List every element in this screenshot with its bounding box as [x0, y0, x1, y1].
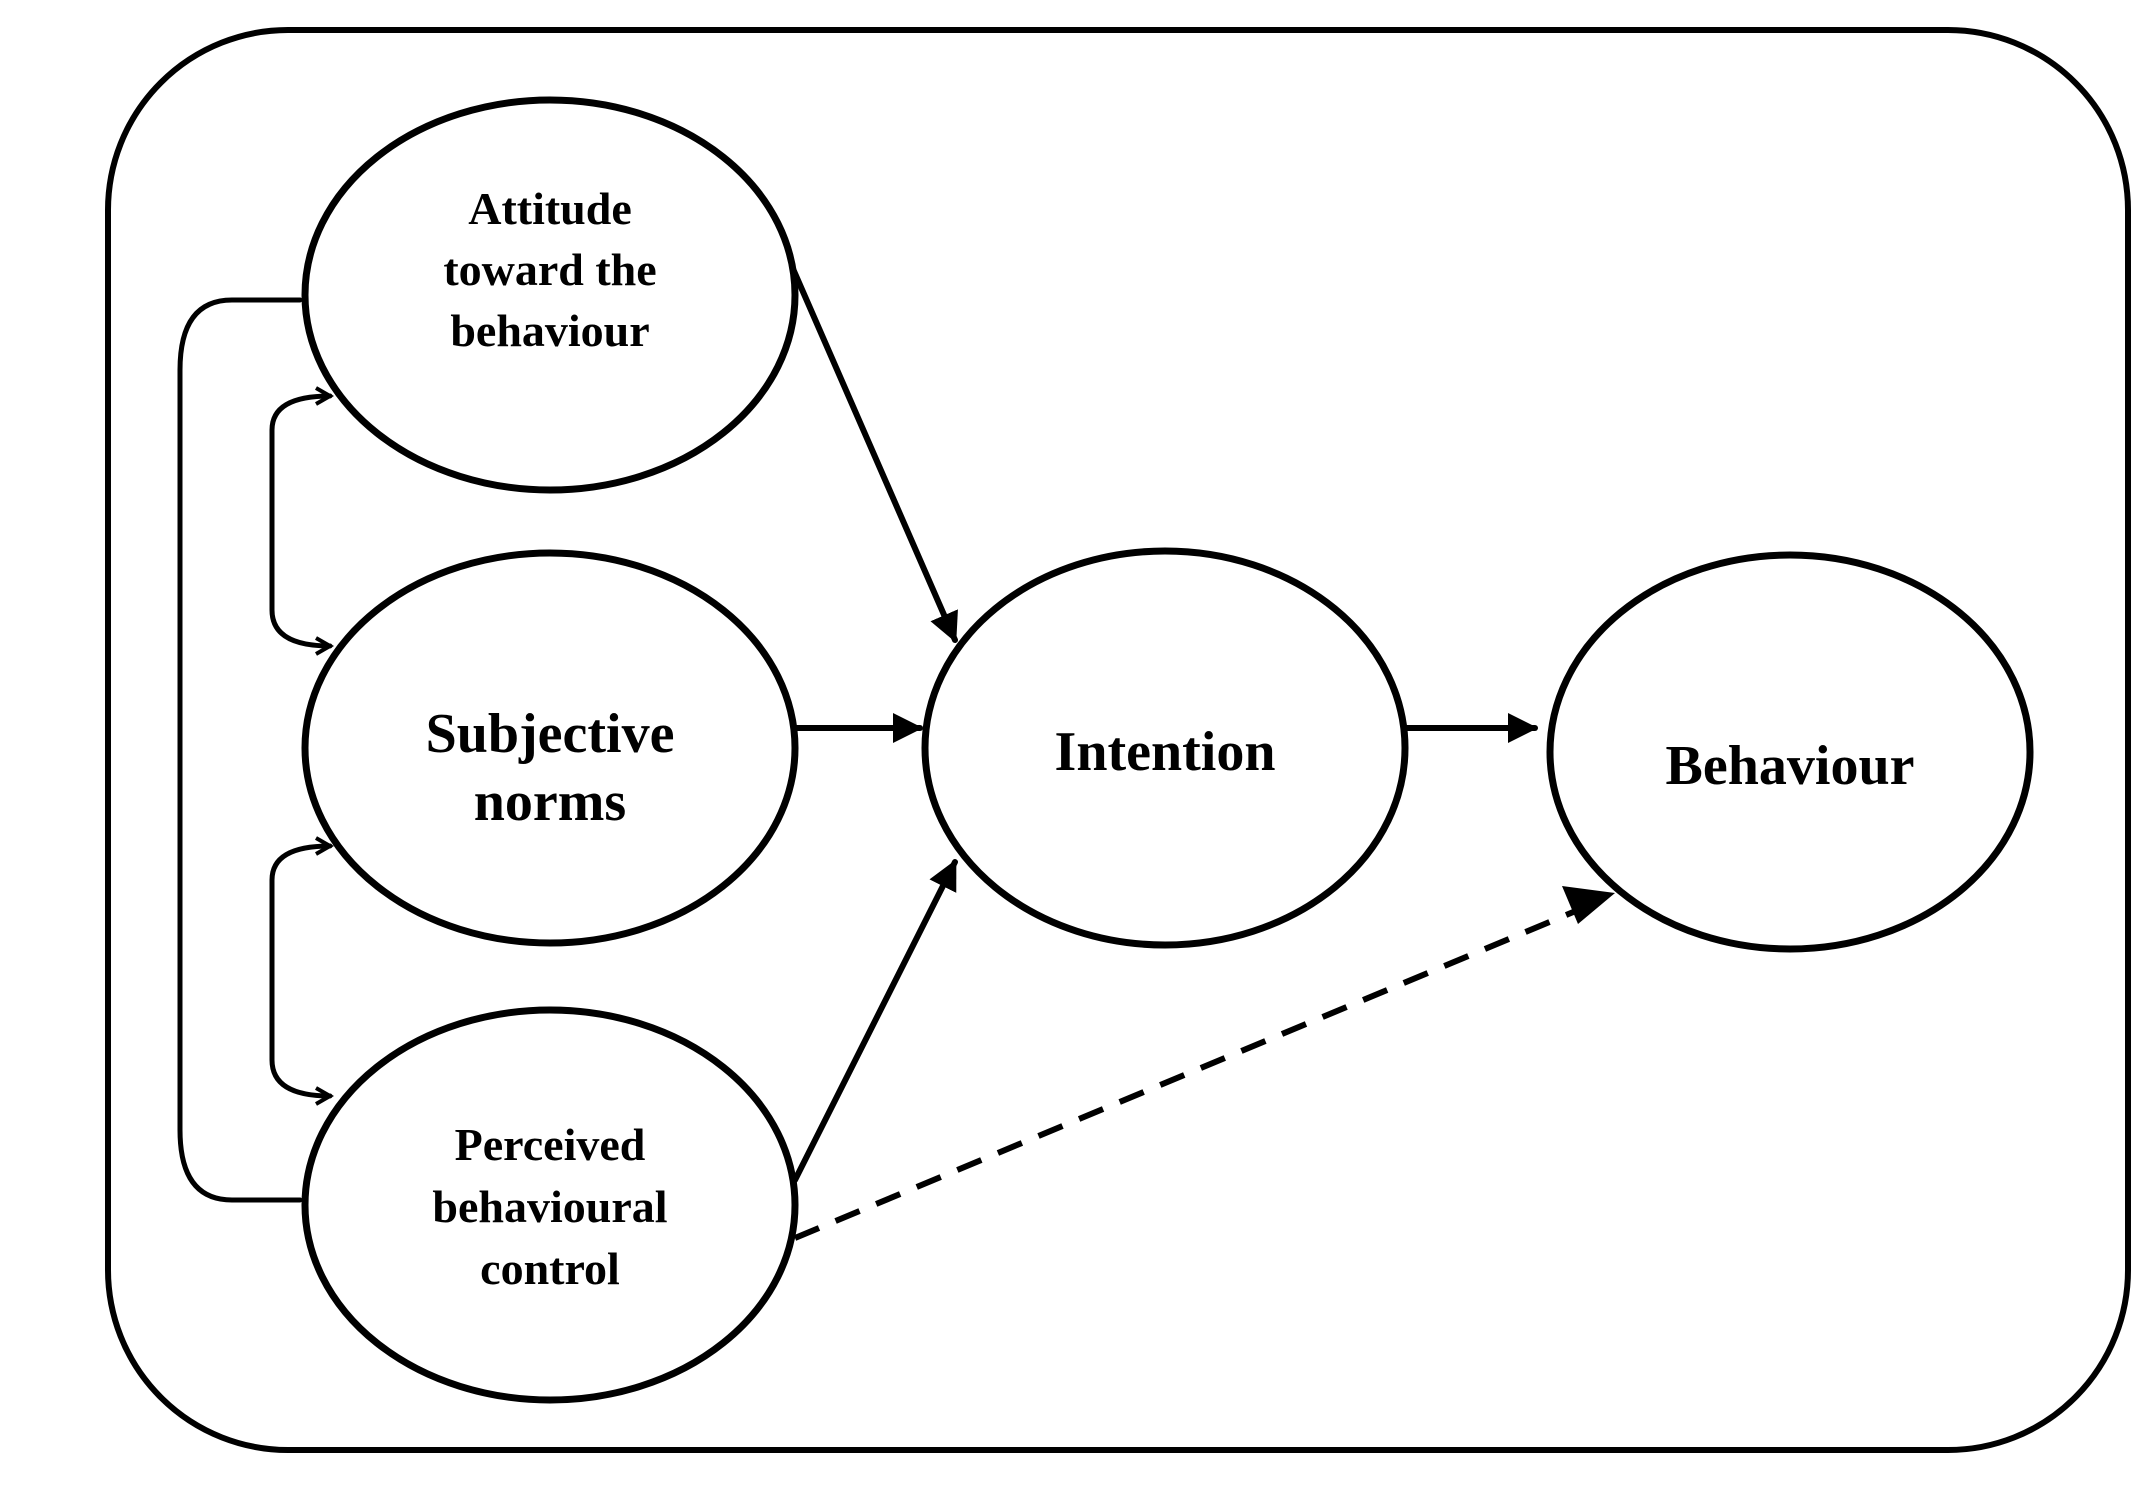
edge-control-intention	[792, 859, 958, 1183]
node-attitude-label-2: toward the	[443, 244, 656, 295]
node-norms-label-1: Subjective	[426, 703, 675, 765]
correlation-norms-control	[269, 836, 335, 1106]
node-intention: Intention	[921, 547, 1409, 949]
node-perceived-control: Perceived behavioural control	[301, 1006, 799, 1404]
node-control-label-1: Perceived	[455, 1119, 646, 1170]
node-attitude-label-1: Attitude	[468, 183, 632, 234]
node-intention-label: Intention	[1055, 721, 1276, 783]
correlation-attitude-norms	[269, 386, 335, 656]
edge-control-behaviour-dashed	[793, 902, 1592, 1241]
correlation-attitude-control	[177, 297, 303, 1203]
node-attitude: Attitude toward the behaviour	[301, 96, 799, 494]
node-behaviour-label: Behaviour	[1666, 735, 1915, 797]
node-control-label-2: behavioural	[432, 1181, 667, 1232]
node-behaviour: Behaviour	[1546, 551, 2034, 953]
node-attitude-label-3: behaviour	[450, 305, 649, 356]
node-control-label-3: control	[480, 1243, 620, 1294]
node-norms-label-2: norms	[474, 771, 626, 833]
arrowhead-control-behaviour	[1562, 886, 1615, 924]
node-subjective-norms: Subjective norms	[301, 549, 799, 947]
edge-attitude-intention	[787, 259, 958, 643]
